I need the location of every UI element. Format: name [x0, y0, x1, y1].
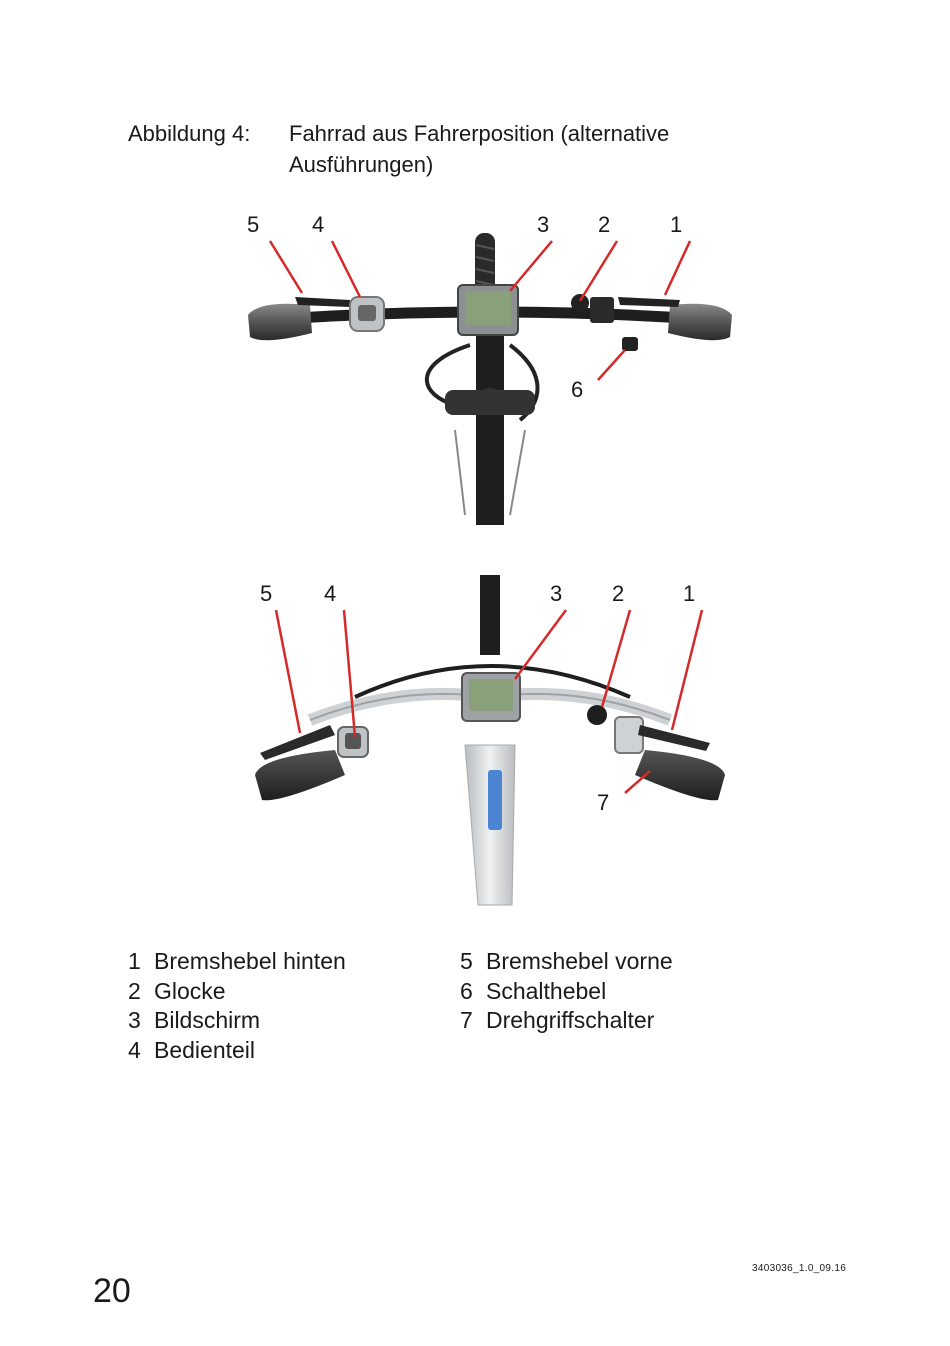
right-grip	[668, 303, 732, 341]
page-number: 20	[93, 1272, 131, 1310]
handlebar-illustration-bottom: 5 4 3 2 1 7	[255, 575, 725, 906]
document-code: 3403036_1.0_09.16	[752, 1263, 847, 1274]
callout-7: 7	[597, 790, 609, 815]
bell	[587, 705, 607, 725]
cable-arc	[354, 664, 631, 699]
callout-2: 2	[612, 581, 624, 606]
right-brake-lever	[618, 297, 680, 307]
stem	[480, 575, 500, 655]
handlebar-figure-bottom: 5 4 3 2 1 7	[240, 575, 740, 910]
left-brake-lever	[295, 297, 350, 307]
callout-1: 1	[683, 581, 695, 606]
figure-title: Fahrrad aus Fahrerposition (alternative …	[289, 121, 670, 177]
handlebar-illustration-top: 5 4 3 2 1 6	[247, 212, 732, 525]
callout-4: 4	[324, 581, 336, 606]
frame-light-strip	[488, 770, 502, 830]
right-brake-lever	[638, 725, 710, 751]
callout-3: 3	[550, 581, 562, 606]
callout-3: 3	[537, 212, 549, 237]
callout-2: 2	[598, 212, 610, 237]
left-grip	[255, 750, 345, 801]
callout-6: 6	[571, 377, 583, 402]
figure-label: Abbildung 4:	[128, 121, 251, 146]
left-grip	[248, 303, 312, 341]
callout-1: 1	[670, 212, 682, 237]
stem	[476, 315, 504, 525]
right-grip	[635, 750, 725, 801]
callout-5: 5	[247, 212, 259, 237]
callout-4: 4	[312, 212, 324, 237]
handlebar-figure-top: 5 4 3 2 1 6	[240, 205, 740, 525]
left-brake-lever	[260, 725, 335, 760]
shifter	[590, 297, 614, 323]
callout-5: 5	[260, 581, 272, 606]
bell	[571, 294, 589, 312]
